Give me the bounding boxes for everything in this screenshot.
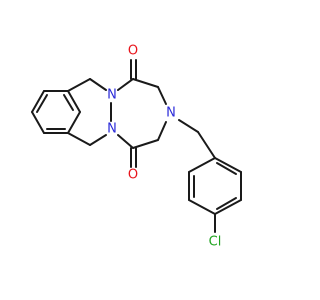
- bond: [188, 157, 216, 173]
- bond: [31, 90, 45, 113]
- bond: [197, 131, 216, 159]
- bond: [117, 134, 134, 149]
- bond: [89, 78, 107, 91]
- diazepine-ring: [117, 59, 167, 168]
- bond: [214, 157, 242, 173]
- bond: [216, 162, 237, 175]
- bond: [67, 90, 81, 113]
- oxygen-atom-top: O: [128, 44, 138, 59]
- bond: [216, 197, 237, 210]
- bond: [67, 111, 81, 134]
- benzene-ring: [31, 90, 81, 134]
- bond: [31, 111, 45, 134]
- nitrogen-atom-right: N: [166, 106, 176, 121]
- bond: [36, 94, 48, 113]
- bond: [132, 78, 159, 88]
- bond: [214, 199, 242, 215]
- bond: [67, 78, 91, 92]
- bond: [67, 132, 91, 146]
- bond: [188, 199, 216, 215]
- oxygen-atom-bottom: O: [128, 168, 138, 183]
- molecule-canvas: O O N N N Cl: [31, 43, 242, 250]
- chlorine-atom: Cl: [209, 235, 222, 250]
- chlorobenzyl-group: [178, 119, 242, 233]
- nitrogen-atom-upper: N: [107, 88, 117, 103]
- bond: [117, 78, 134, 91]
- bond: [178, 119, 199, 133]
- bond: [157, 86, 167, 105]
- bond: [157, 121, 167, 141]
- bond: [89, 134, 107, 146]
- nitrogen-atom-lower: N: [107, 122, 117, 137]
- bond: [63, 94, 74, 111]
- pyridazine-ring: [67, 78, 112, 146]
- molecule-structure: O O N N N Cl: [31, 44, 242, 250]
- bond: [132, 139, 159, 149]
